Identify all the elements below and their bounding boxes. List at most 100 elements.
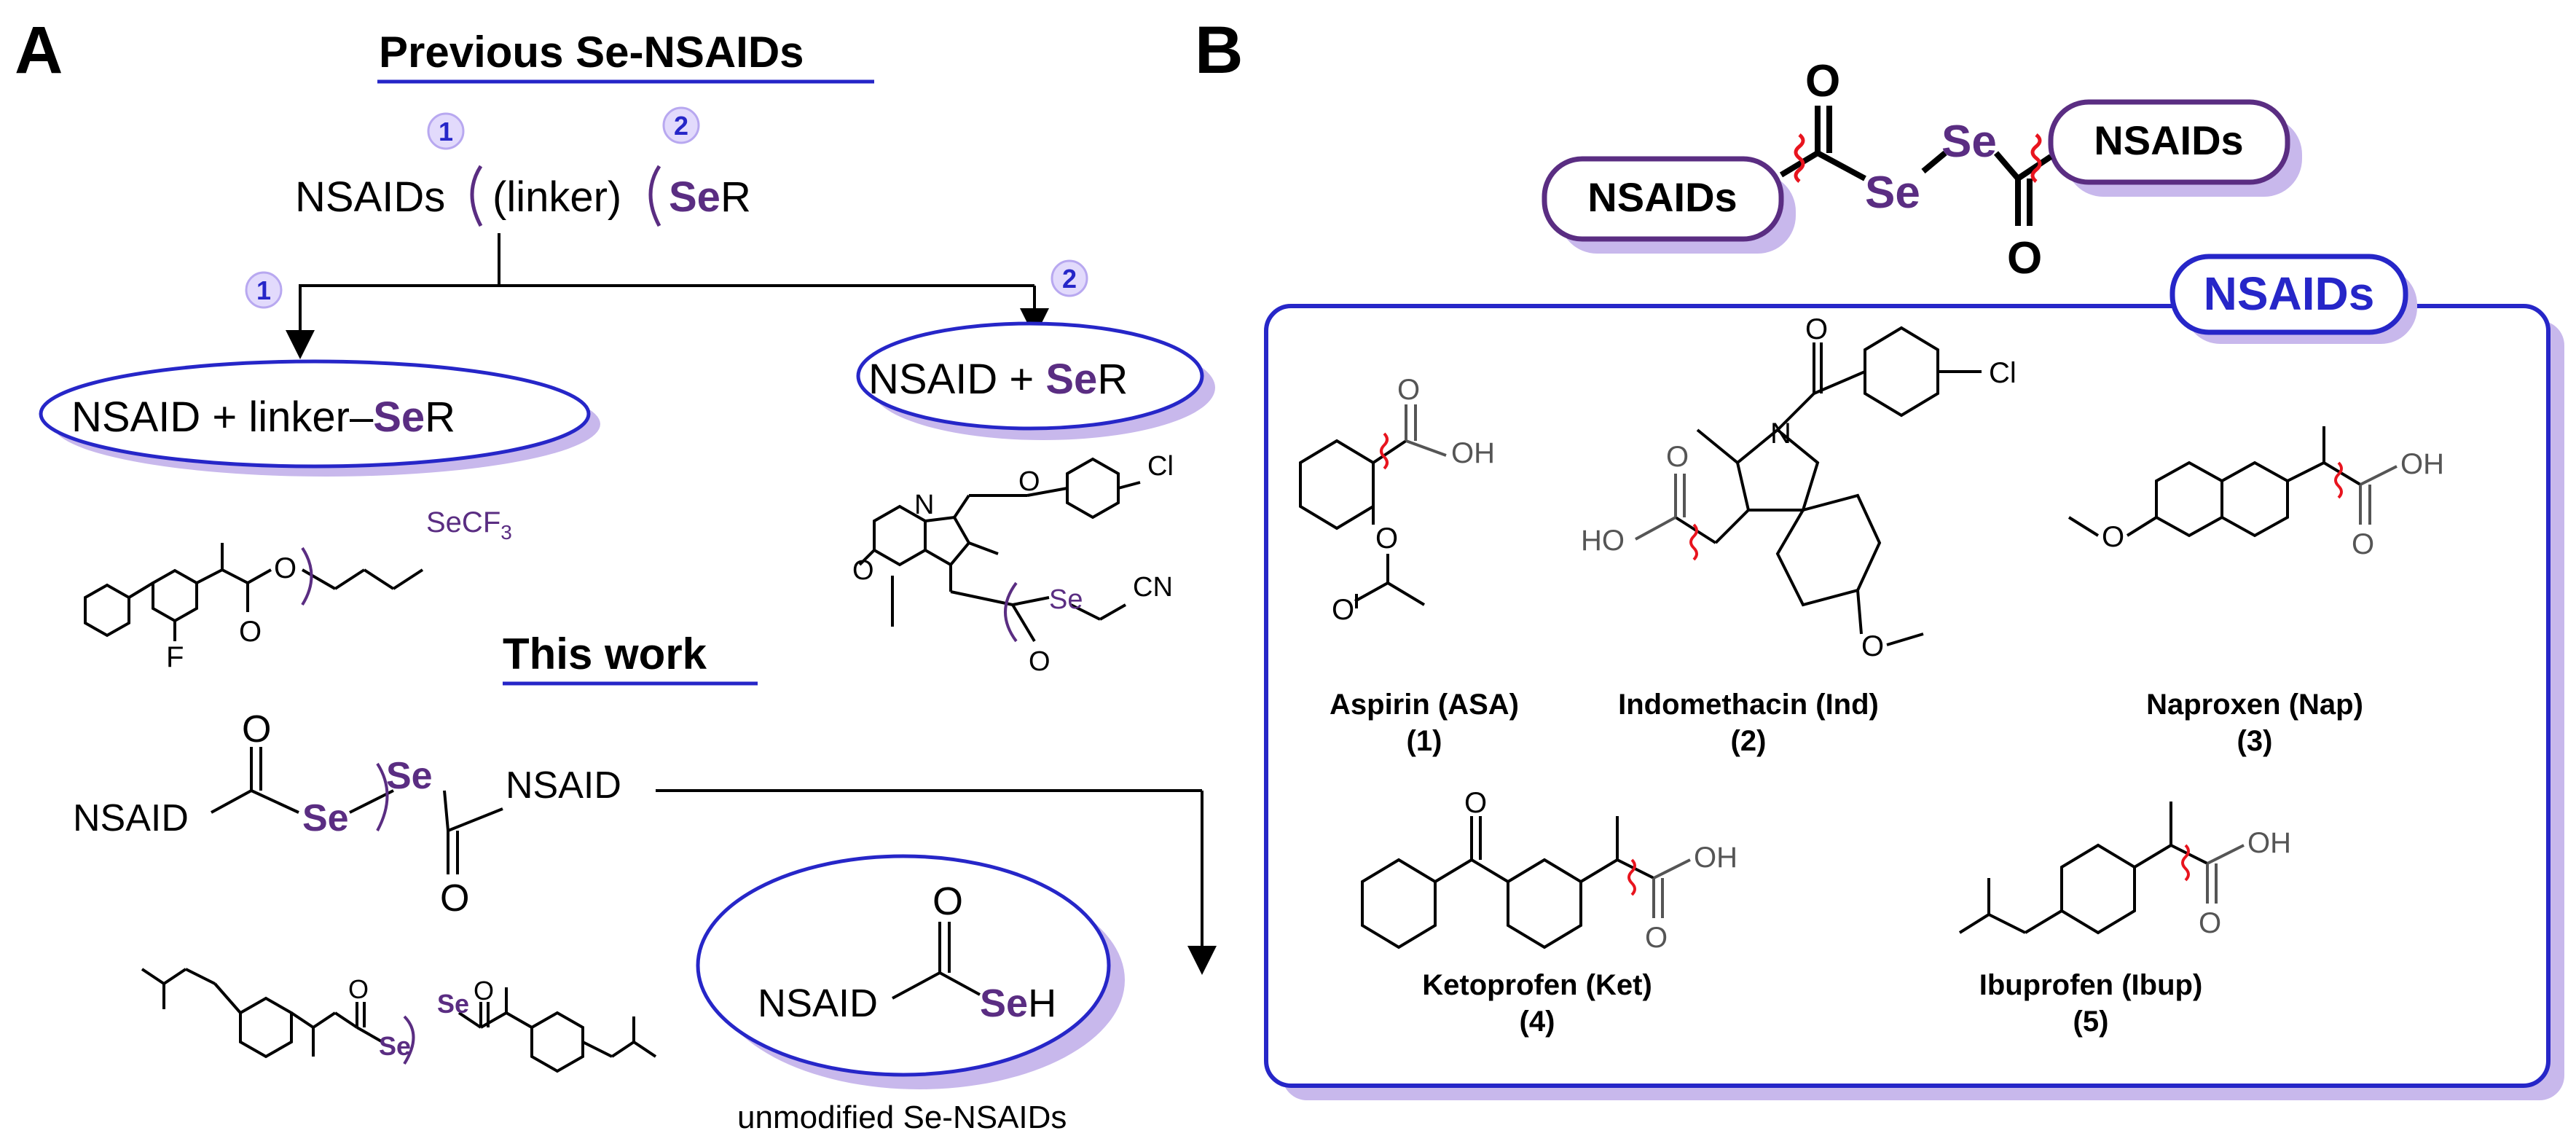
ketoprofen-name: Ketoprofen (Ket) bbox=[1422, 969, 1652, 1001]
panel-a-heading: Previous Se-NSAIDs bbox=[379, 28, 804, 77]
nsaid-box bbox=[1264, 304, 2551, 1088]
panel-a: A Previous Se-NSAIDs NSAIDs (linker) SeR… bbox=[15, 13, 1217, 1135]
svg-text:Se: Se bbox=[1941, 117, 1997, 167]
svg-text:Se: Se bbox=[437, 989, 469, 1019]
svg-text:1: 1 bbox=[256, 275, 271, 305]
svg-text:NSAIDs: NSAIDs bbox=[295, 173, 445, 221]
top-nsaids-left: NSAIDs bbox=[1542, 156, 1796, 254]
svg-text:OH: OH bbox=[2247, 827, 2291, 859]
svg-text:NSAID: NSAID bbox=[506, 764, 621, 807]
ibuprofen-labels: O OH bbox=[2199, 827, 2291, 939]
this-work-heading: This work bbox=[503, 630, 707, 678]
badge-1-top: 1 bbox=[427, 112, 465, 150]
svg-text:O: O bbox=[1645, 922, 1668, 954]
indomethacin-name: Indomethacin (Ind) bbox=[1618, 689, 1879, 721]
top-diselenide-labels: O Se Se O bbox=[1805, 56, 2042, 283]
svg-text:NSAID + SeR: NSAID + SeR bbox=[868, 356, 1128, 403]
svg-text:SeH: SeH bbox=[980, 982, 1056, 1025]
svg-text:O: O bbox=[2199, 907, 2221, 939]
svg-text:O: O bbox=[274, 552, 297, 584]
ibuprofen-diselenide-labels: O Se Se O bbox=[348, 974, 494, 1061]
svg-text:NSAIDs: NSAIDs bbox=[1587, 174, 1737, 220]
diselenide-structure bbox=[211, 747, 1217, 975]
panel-a-letter: A bbox=[15, 13, 63, 87]
svg-text:O: O bbox=[2102, 521, 2124, 553]
svg-text:Se: Se bbox=[379, 1031, 411, 1061]
general-formula: NSAIDs (linker) SeR bbox=[295, 165, 751, 227]
badge-1-branch: 1 bbox=[245, 271, 283, 309]
top-nsaids-right: NSAIDs bbox=[2048, 99, 2302, 197]
svg-text:O: O bbox=[1029, 646, 1051, 677]
svg-text:N: N bbox=[1770, 418, 1791, 450]
flurbiprofen-ester-structure bbox=[84, 543, 424, 641]
indomethacin-labels: O Cl N O HO O bbox=[1581, 313, 2017, 662]
svg-text:Se: Se bbox=[302, 797, 349, 839]
aspirin-name: Aspirin (ASA) bbox=[1330, 689, 1519, 721]
panel-b-letter: B bbox=[1195, 13, 1243, 87]
svg-text:Se: Se bbox=[386, 755, 433, 797]
svg-text:F: F bbox=[166, 641, 184, 673]
svg-text:NSAID: NSAID bbox=[758, 982, 878, 1025]
box-title: NSAIDs bbox=[2169, 254, 2417, 344]
naproxen-labels: O OH O bbox=[2102, 448, 2444, 560]
top-wavy-left bbox=[1794, 133, 1805, 183]
svg-text:Se: Se bbox=[1865, 168, 1920, 218]
svg-text:(linker): (linker) bbox=[492, 173, 621, 221]
ibuprofen-name: Ibuprofen (Ibup) bbox=[1979, 969, 2203, 1001]
indomethacin-se-labels: Cl N O O Se O CN bbox=[852, 451, 1174, 677]
ibuprofen-structure bbox=[1958, 802, 2245, 935]
svg-text:SeCF3: SeCF3 bbox=[426, 506, 512, 544]
naproxen-number: (3) bbox=[2237, 725, 2273, 757]
svg-text:O: O bbox=[2352, 528, 2374, 560]
top-wavy-right bbox=[2030, 133, 2042, 183]
ketoprofen-number: (4) bbox=[1520, 1006, 1555, 1038]
diselenide-labels: NSAID O Se Se O NSAID bbox=[73, 708, 621, 920]
cut-mark-1 bbox=[470, 165, 483, 227]
ketoprofen-labels: O O OH bbox=[1464, 787, 1737, 954]
ellipse-direct: NSAID + SeR bbox=[856, 321, 1215, 440]
aspirin-structure bbox=[1299, 404, 1447, 608]
badge-2-top: 2 bbox=[662, 106, 700, 144]
badge-2-branch: 2 bbox=[1051, 259, 1088, 297]
svg-text:O: O bbox=[1805, 56, 1840, 106]
naproxen-name: Naproxen (Nap) bbox=[2146, 689, 2363, 721]
naproxen-structure bbox=[2068, 426, 2398, 538]
svg-text:O: O bbox=[1018, 466, 1040, 497]
svg-text:O: O bbox=[1332, 594, 1354, 626]
top-diselenide-bonds bbox=[1779, 106, 2053, 226]
ibuprofen-diselenide-structure bbox=[141, 968, 657, 1073]
svg-text:O: O bbox=[852, 555, 874, 586]
svg-text:O: O bbox=[239, 616, 262, 648]
ibuprofen-number: (5) bbox=[2073, 1006, 2109, 1038]
svg-text:SeR: SeR bbox=[669, 173, 751, 221]
flurbiprofen-labels: O O SeCF3 F bbox=[166, 506, 512, 673]
svg-text:NSAIDs: NSAIDs bbox=[2094, 117, 2243, 163]
panel-b: B NSAIDs NSAIDs O Se Se bbox=[1195, 13, 2564, 1100]
svg-text:O: O bbox=[1397, 374, 1420, 406]
aspirin-number: (1) bbox=[1407, 725, 1442, 757]
svg-text:HO: HO bbox=[1581, 525, 1625, 557]
svg-text:Cl: Cl bbox=[1989, 357, 2017, 389]
svg-text:2: 2 bbox=[1062, 264, 1077, 294]
indomethacin-structure bbox=[1635, 326, 1982, 646]
svg-text:O: O bbox=[440, 877, 469, 920]
svg-text:NSAID: NSAID bbox=[73, 797, 189, 839]
svg-text:O: O bbox=[348, 974, 369, 1004]
svg-text:1: 1 bbox=[439, 117, 453, 146]
product-caption: unmodified Se-NSAIDs bbox=[737, 1100, 1067, 1135]
svg-text:O: O bbox=[242, 708, 271, 751]
svg-text:NSAID + linker–SeR: NSAID + linker–SeR bbox=[71, 393, 455, 441]
indomethacin-number: (2) bbox=[1731, 725, 1767, 757]
formula-nsaids: NSAIDs bbox=[295, 173, 445, 221]
svg-text:NSAIDs: NSAIDs bbox=[2204, 267, 2375, 320]
ellipse-linker: NSAID + linker–SeR bbox=[39, 359, 600, 477]
svg-text:2: 2 bbox=[674, 111, 688, 141]
svg-text:N: N bbox=[914, 490, 934, 520]
cut-mark-2 bbox=[648, 165, 661, 227]
svg-text:OH: OH bbox=[1451, 437, 1495, 469]
svg-text:OH: OH bbox=[1694, 842, 1737, 874]
svg-text:O: O bbox=[1861, 630, 1884, 662]
formula-se: Se bbox=[669, 173, 720, 221]
indomethacin-se-structure bbox=[858, 457, 1141, 643]
